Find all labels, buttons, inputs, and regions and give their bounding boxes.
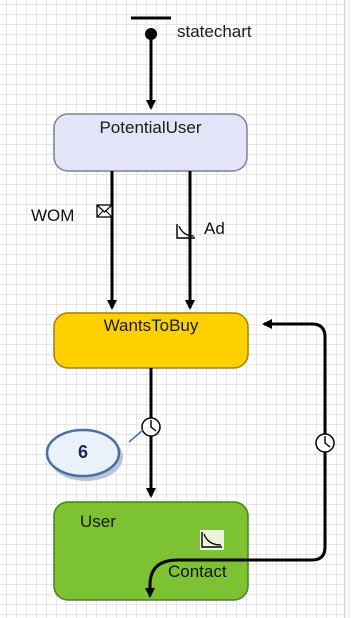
rate-icon <box>176 224 195 239</box>
state-potential-user[interactable] <box>53 113 248 172</box>
statechart-entry-point[interactable] <box>131 16 171 110</box>
callout-badge <box>45 428 144 481</box>
transition-label-contact: Contact <box>168 562 227 581</box>
state-label-user: User <box>80 512 116 531</box>
state-label-potential-user: PotentialUser <box>99 118 202 137</box>
envelope-icon <box>96 204 113 218</box>
transition-return[interactable] <box>248 319 327 562</box>
state-user[interactable] <box>53 501 249 601</box>
clock-icon <box>141 417 161 437</box>
rate-icon <box>200 530 224 550</box>
transition-contact[interactable] <box>145 558 248 598</box>
transition-label-wom: WOM <box>31 206 75 225</box>
transition-label-ad: Ad <box>204 219 225 238</box>
entry-label: statechart <box>177 22 252 41</box>
panel-edge <box>344 0 351 618</box>
callout-number: 6 <box>77 442 88 462</box>
state-label-wants-to-buy: WantsToBuy <box>103 316 199 335</box>
clock-icon <box>315 433 335 453</box>
